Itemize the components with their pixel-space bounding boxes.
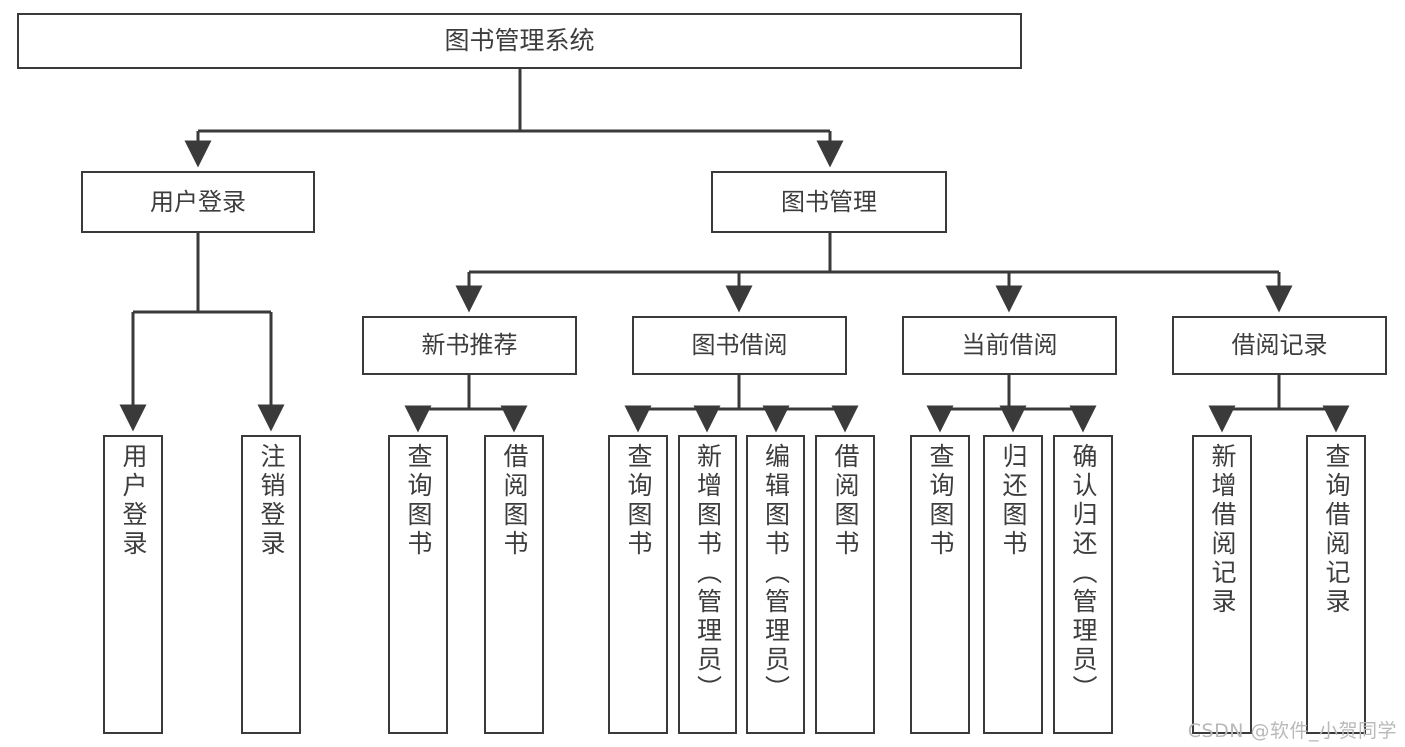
node-borrow-records-label: 借阅记录: [1231, 331, 1328, 360]
node-current-borrow[interactable]: 当前借阅: [902, 316, 1117, 375]
node-leaf-query-book-borrow-label: 查询图书: [624, 443, 653, 559]
node-root[interactable]: 图书管理系统: [17, 13, 1022, 69]
node-book-management-label: 图书管理: [781, 187, 877, 216]
node-leaf-confirm-return-label: 确认归还（管理员）: [1069, 443, 1098, 704]
node-leaf-edit-book[interactable]: 编辑图书（管理员）: [746, 435, 805, 734]
node-leaf-query-book-recommend[interactable]: 查询图书: [388, 435, 448, 734]
node-borrow-records[interactable]: 借阅记录: [1172, 316, 1387, 375]
node-leaf-return-book[interactable]: 归还图书: [983, 435, 1043, 734]
node-leaf-logout-label: 注销登录: [257, 443, 286, 559]
node-root-label: 图书管理系统: [444, 26, 595, 55]
node-leaf-query-book-recommend-label: 查询图书: [404, 443, 433, 559]
node-leaf-borrow-book[interactable]: 借阅图书: [815, 435, 875, 734]
node-leaf-query-book-current-label: 查询图书: [926, 443, 955, 559]
node-current-borrow-label: 当前借阅: [961, 331, 1058, 360]
node-leaf-return-book-label: 归还图书: [999, 443, 1028, 559]
node-leaf-add-book-label: 新增图书（管理员）: [693, 443, 723, 704]
node-leaf-query-borrow-record-label: 查询借阅记录: [1322, 443, 1351, 617]
node-leaf-user-login[interactable]: 用户登录: [103, 435, 163, 734]
node-book-borrow-label: 图书借阅: [691, 331, 788, 360]
node-user-login-label: 用户登录: [150, 187, 246, 216]
node-leaf-logout[interactable]: 注销登录: [241, 435, 301, 734]
node-leaf-edit-book-label: 编辑图书（管理员）: [761, 443, 791, 704]
node-leaf-query-book-current[interactable]: 查询图书: [910, 435, 970, 734]
node-new-book-recommend-label: 新书推荐: [421, 331, 518, 360]
node-leaf-confirm-return[interactable]: 确认归还（管理员）: [1053, 435, 1113, 734]
node-user-login[interactable]: 用户登录: [81, 171, 315, 233]
node-book-management[interactable]: 图书管理: [711, 171, 947, 233]
node-leaf-query-book-borrow[interactable]: 查询图书: [608, 435, 668, 734]
node-leaf-query-borrow-record[interactable]: 查询借阅记录: [1306, 435, 1366, 734]
csdn-watermark: CSDN @软件_小贺同学: [1187, 720, 1397, 742]
node-leaf-add-borrow-record-label: 新增借阅记录: [1208, 443, 1237, 617]
node-new-book-recommend[interactable]: 新书推荐: [362, 316, 577, 375]
node-leaf-borrow-book-label: 借阅图书: [831, 443, 860, 559]
node-leaf-add-book[interactable]: 新增图书（管理员）: [678, 435, 737, 734]
node-book-borrow[interactable]: 图书借阅: [632, 316, 847, 375]
node-leaf-borrow-book-recommend[interactable]: 借阅图书: [484, 435, 544, 734]
node-leaf-add-borrow-record[interactable]: 新增借阅记录: [1192, 435, 1252, 734]
node-leaf-user-login-label: 用户登录: [119, 443, 148, 559]
node-leaf-borrow-book-recommend-label: 借阅图书: [500, 443, 529, 559]
